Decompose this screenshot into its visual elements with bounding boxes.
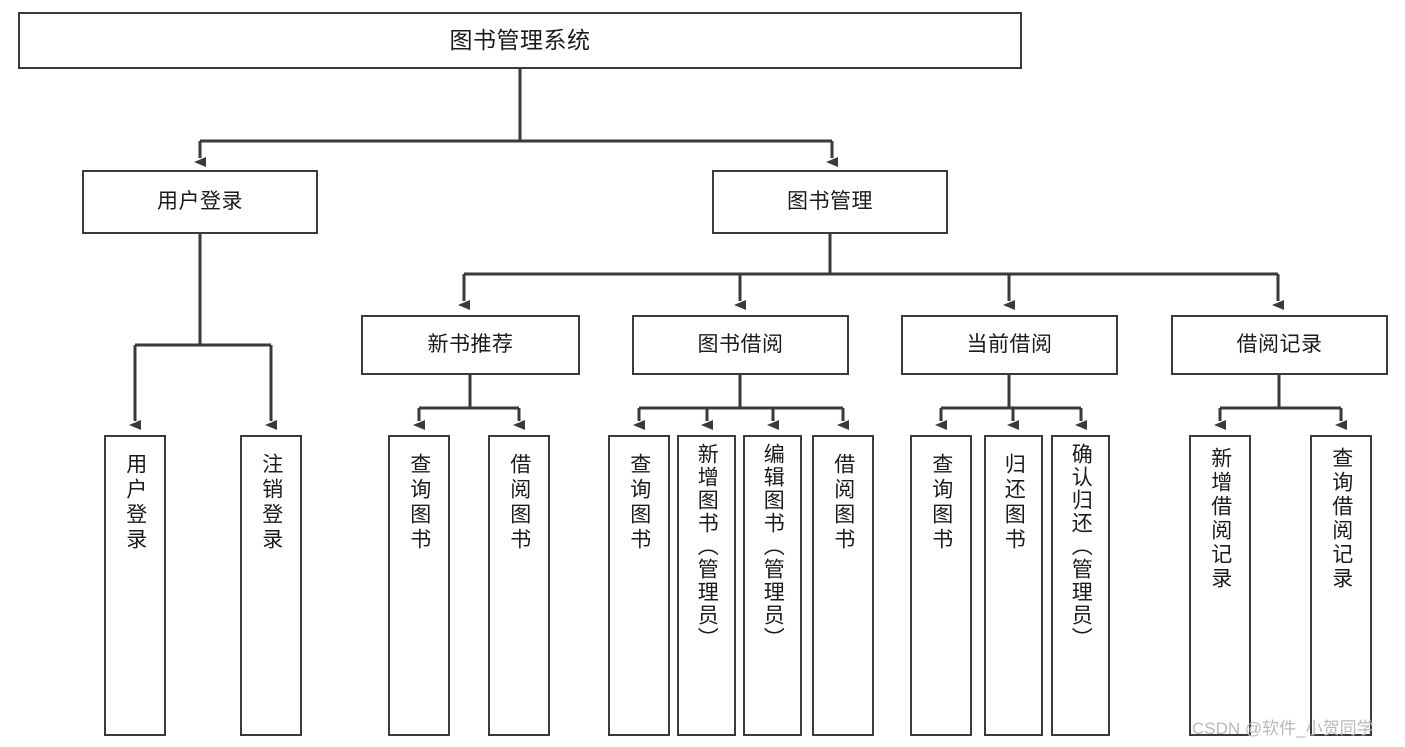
node-current-borrow-label: 当前借阅 xyxy=(966,332,1053,356)
node-leaf-query-book-3-label: 查询图书 xyxy=(929,453,953,553)
node-book-manage-label: 图书管理 xyxy=(787,189,873,213)
node-user-login-label: 用户登录 xyxy=(157,189,243,213)
node-leaf-user-login-label: 用户登录 xyxy=(123,453,147,553)
node-leaf-add-book[interactable]: 新增图书（管理员） xyxy=(677,435,736,736)
node-root-label: 图书管理系统 xyxy=(449,27,591,54)
node-leaf-return-book[interactable]: 归还图书 xyxy=(984,435,1043,736)
node-root[interactable]: 图书管理系统 xyxy=(18,12,1022,69)
node-leaf-return-book-label: 归还图书 xyxy=(1002,453,1026,553)
node-borrow-record-label: 借阅记录 xyxy=(1236,332,1323,356)
node-leaf-query-book-1[interactable]: 查询图书 xyxy=(388,435,450,736)
node-current-borrow[interactable]: 当前借阅 xyxy=(901,315,1118,375)
node-leaf-confirm-return-label: 确认归还（管理员） xyxy=(1069,443,1093,650)
node-leaf-query-book-2[interactable]: 查询图书 xyxy=(608,435,670,736)
node-leaf-user-login[interactable]: 用户登录 xyxy=(104,435,166,736)
node-leaf-query-book-3[interactable]: 查询图书 xyxy=(910,435,972,736)
node-leaf-borrow-book-1[interactable]: 借阅图书 xyxy=(488,435,550,736)
node-leaf-borrow-book-2[interactable]: 借阅图书 xyxy=(812,435,874,736)
node-book-borrow[interactable]: 图书借阅 xyxy=(632,315,849,375)
node-borrow-record[interactable]: 借阅记录 xyxy=(1171,315,1388,375)
node-new-book-rec[interactable]: 新书推荐 xyxy=(361,315,580,375)
node-leaf-confirm-return[interactable]: 确认归还（管理员） xyxy=(1051,435,1110,736)
node-leaf-add-record-label: 新增借阅记录 xyxy=(1208,447,1232,591)
node-leaf-edit-book[interactable]: 编辑图书（管理员） xyxy=(743,435,802,736)
node-leaf-query-record-label: 查询借阅记录 xyxy=(1329,447,1353,591)
node-leaf-query-record[interactable]: 查询借阅记录 xyxy=(1310,435,1372,736)
node-leaf-logout[interactable]: 注销登录 xyxy=(240,435,302,736)
node-leaf-query-book-2-label: 查询图书 xyxy=(627,453,651,553)
node-leaf-add-book-label: 新增图书（管理员） xyxy=(695,443,719,650)
node-leaf-borrow-book-1-label: 借阅图书 xyxy=(507,453,531,553)
node-book-borrow-label: 图书借阅 xyxy=(697,332,784,356)
node-leaf-edit-book-label: 编辑图书（管理员） xyxy=(761,443,785,650)
node-book-manage[interactable]: 图书管理 xyxy=(712,170,948,234)
node-leaf-borrow-book-2-label: 借阅图书 xyxy=(831,453,855,553)
node-leaf-logout-label: 注销登录 xyxy=(259,453,283,553)
watermark-text: CSDN @软件_小贺同学 xyxy=(1192,719,1374,738)
node-user-login[interactable]: 用户登录 xyxy=(82,170,318,234)
node-leaf-query-book-1-label: 查询图书 xyxy=(407,453,431,553)
node-new-book-rec-label: 新书推荐 xyxy=(427,332,514,356)
node-leaf-add-record[interactable]: 新增借阅记录 xyxy=(1189,435,1251,736)
